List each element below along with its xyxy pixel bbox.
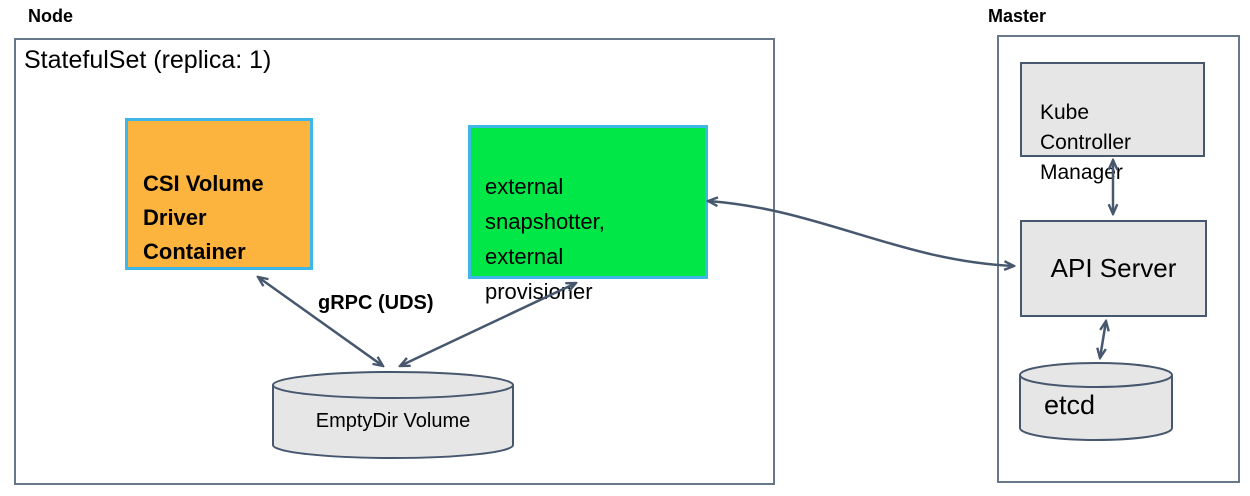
node-section-label: Node — [28, 6, 73, 26]
kube-controller-manager-label: Kube Controller Manager — [1040, 101, 1132, 184]
statefulset-title: StatefulSet (replica: 1) — [24, 46, 272, 74]
api-server-label: API Server — [1050, 253, 1177, 283]
grpc-uds-label: gRPC (UDS) — [318, 292, 434, 314]
master-section-label: Master — [988, 6, 1047, 26]
csi-driver-box: CSI Volume Driver Container — [125, 118, 313, 270]
etcd-label: etcd — [1044, 390, 1096, 420]
emptydir-volume-label: EmptyDir Volume — [315, 410, 471, 432]
kube-controller-manager-box: Kube Controller Manager — [1020, 62, 1205, 184]
api-server-box: API Server — [1020, 220, 1207, 317]
sidecar-box: external snapshotter, external provision… — [468, 125, 708, 304]
csi-driver-label: CSI Volume Driver Container — [143, 171, 264, 264]
sidecar-label: external snapshotter, external provision… — [485, 174, 605, 304]
